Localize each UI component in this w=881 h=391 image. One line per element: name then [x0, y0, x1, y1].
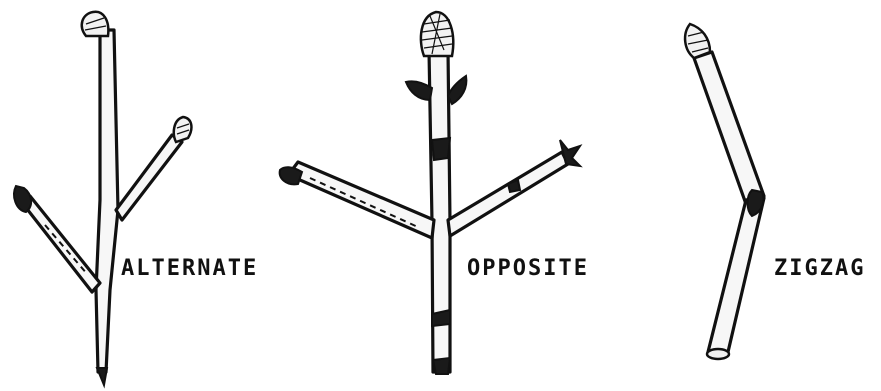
zigzag-terminal-bud — [685, 24, 710, 58]
opposite-twig-icon — [280, 12, 580, 374]
alternate-left-branch — [20, 196, 100, 292]
opposite-lower-scar-2 — [433, 358, 450, 374]
zigzag-twig-icon — [685, 24, 764, 359]
alternate-left-bud — [14, 186, 31, 212]
alternate-right-branch — [116, 135, 182, 220]
opposite-right-branch — [448, 152, 568, 236]
opposite-left-branch — [292, 162, 434, 238]
alternate-main-stem — [96, 30, 118, 372]
zigzag-lower-segment — [708, 198, 764, 352]
zigzag-cut-end — [707, 349, 729, 359]
opposite-lower-scar-1 — [432, 310, 450, 326]
zigzag-label: ZIGZAG — [774, 258, 865, 280]
zigzag-upper-segment — [694, 52, 764, 204]
opposite-left-tip-bud — [280, 167, 302, 184]
alternate-base-bud — [97, 368, 107, 385]
opposite-node-bud — [432, 138, 450, 160]
opposite-upper-right-bud — [448, 76, 466, 104]
alternate-terminal-bud — [82, 12, 109, 36]
opposite-label: OPPOSITE — [467, 258, 589, 280]
alternate-label: ALTERNATE — [121, 258, 258, 280]
alternate-twig-icon — [14, 12, 191, 385]
